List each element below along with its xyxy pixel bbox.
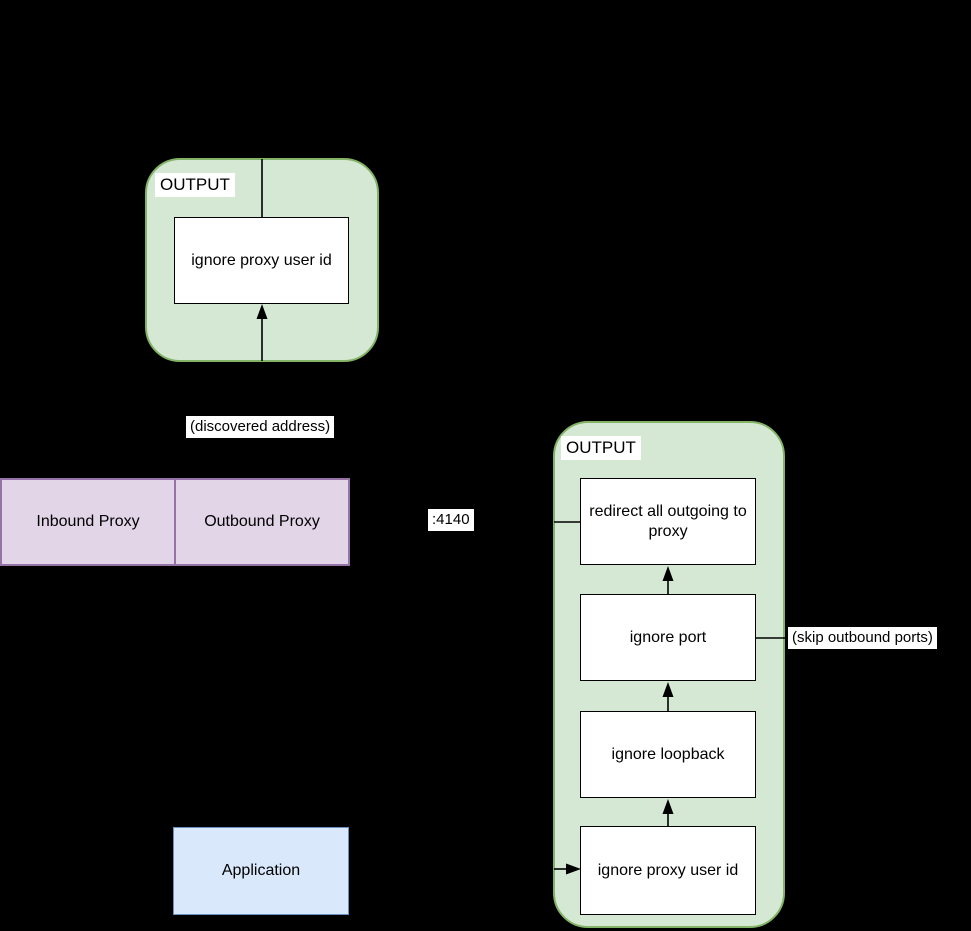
arrowhead-right-icon	[566, 863, 581, 875]
rule-box-ignore-proxy-user-id-top: ignore proxy user id	[174, 217, 349, 304]
output-chain-title-right: OUTPUT	[561, 436, 641, 461]
rule-box-ignore-port: ignore port	[580, 594, 756, 681]
application-box: Application	[173, 827, 349, 915]
proxy-table: Inbound Proxy Outbound Proxy	[0, 478, 350, 566]
inbound-proxy-cell: Inbound Proxy	[36, 513, 140, 530]
discovered-address-label: (discovered address)	[186, 416, 335, 438]
skip-outbound-ports-label: (skip outbound ports)	[788, 627, 937, 649]
rule-box-redirect-all-outgoing: redirect all outgoing to proxy	[580, 478, 756, 565]
arrowhead-up-icon	[662, 682, 674, 697]
port-4140-label: :4140	[428, 509, 474, 531]
arrowhead-up-icon	[662, 799, 674, 814]
arrowhead-up-icon	[662, 566, 674, 581]
rule-box-ignore-proxy-user-id-right: ignore proxy user id	[580, 826, 756, 915]
output-chain-title-top: OUTPUT	[155, 173, 235, 198]
rule-box-ignore-loopback: ignore loopback	[580, 711, 756, 798]
outbound-proxy-cell: Outbound Proxy	[174, 480, 348, 564]
arrowhead-up-icon	[256, 304, 268, 319]
